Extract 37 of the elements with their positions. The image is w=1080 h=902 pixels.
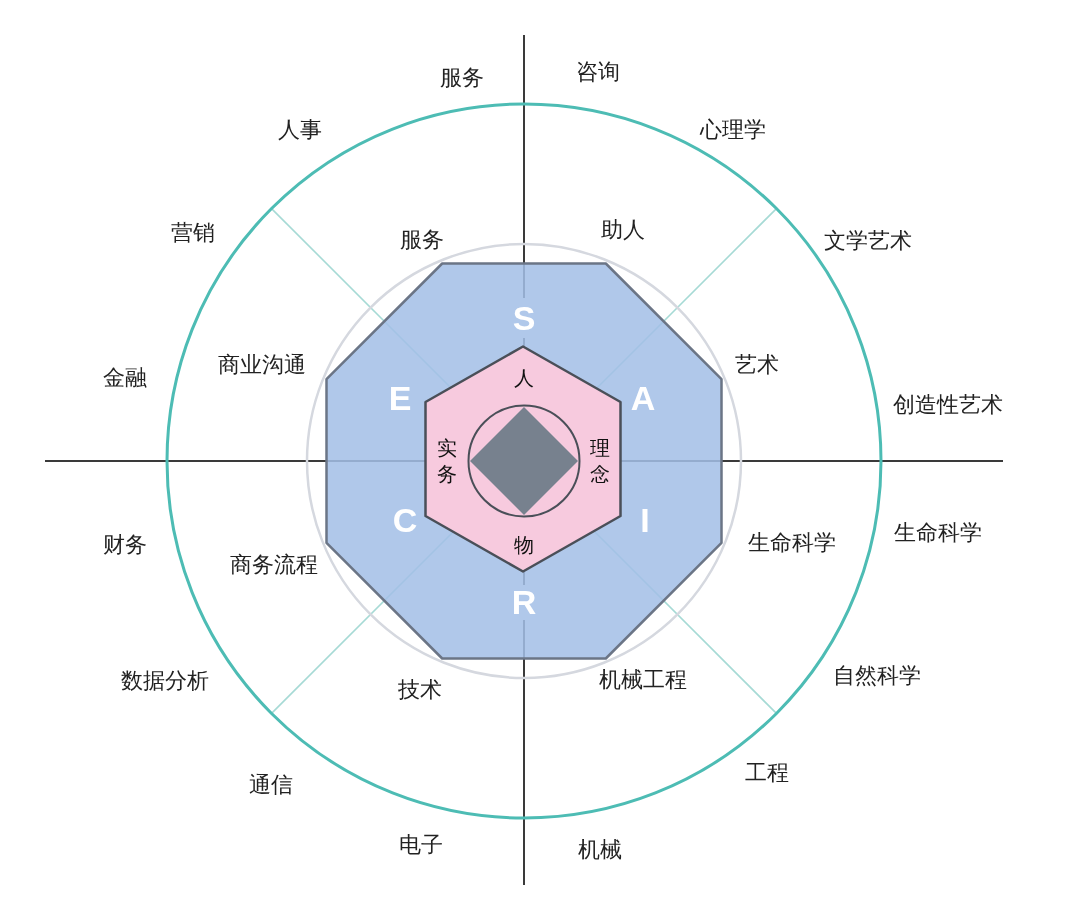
hexagon-panel <box>424 345 622 573</box>
field-label: 心理学 <box>700 116 766 144</box>
field-label: 生命科学 <box>748 529 836 557</box>
field-label: 工程 <box>745 759 789 787</box>
type-letter: C <box>392 503 418 537</box>
field-label: 金融 <box>103 364 147 392</box>
octagon-panel <box>325 262 723 660</box>
field-label: 数据分析 <box>121 667 209 695</box>
field-label: 创造性艺术 <box>893 391 1003 419</box>
field-label: 商务流程 <box>230 551 318 579</box>
orientation-label: 人 <box>514 365 534 391</box>
field-label: 机械 <box>578 836 622 864</box>
field-label: 生命科学 <box>894 519 982 547</box>
diamond-in-circle-icon <box>467 404 581 518</box>
field-label: 服务 <box>400 226 444 254</box>
field-label: 财务 <box>103 531 147 559</box>
type-letter: S <box>512 301 536 335</box>
type-letter: A <box>630 381 656 415</box>
orientation-label: 物 <box>514 532 534 558</box>
field-label: 电子 <box>399 831 443 859</box>
field-label: 文学艺术 <box>824 227 912 255</box>
field-label: 机械工程 <box>599 666 687 694</box>
orientation-label: 实务 <box>436 435 458 487</box>
type-letter: R <box>511 585 537 619</box>
field-label: 自然科学 <box>833 662 921 690</box>
orientation-label: 理念 <box>589 435 611 487</box>
field-label: 服务 <box>440 64 484 92</box>
field-label: 商业沟通 <box>218 351 306 379</box>
field-label: 人事 <box>278 116 322 144</box>
type-letter: I <box>640 503 650 537</box>
type-letter: E <box>388 381 412 415</box>
field-label: 咨询 <box>576 58 620 86</box>
field-label: 技术 <box>398 676 442 704</box>
field-label: 艺术 <box>735 351 779 379</box>
field-label: 通信 <box>249 771 293 799</box>
field-label: 助人 <box>601 216 645 244</box>
field-label: 营销 <box>171 219 215 247</box>
